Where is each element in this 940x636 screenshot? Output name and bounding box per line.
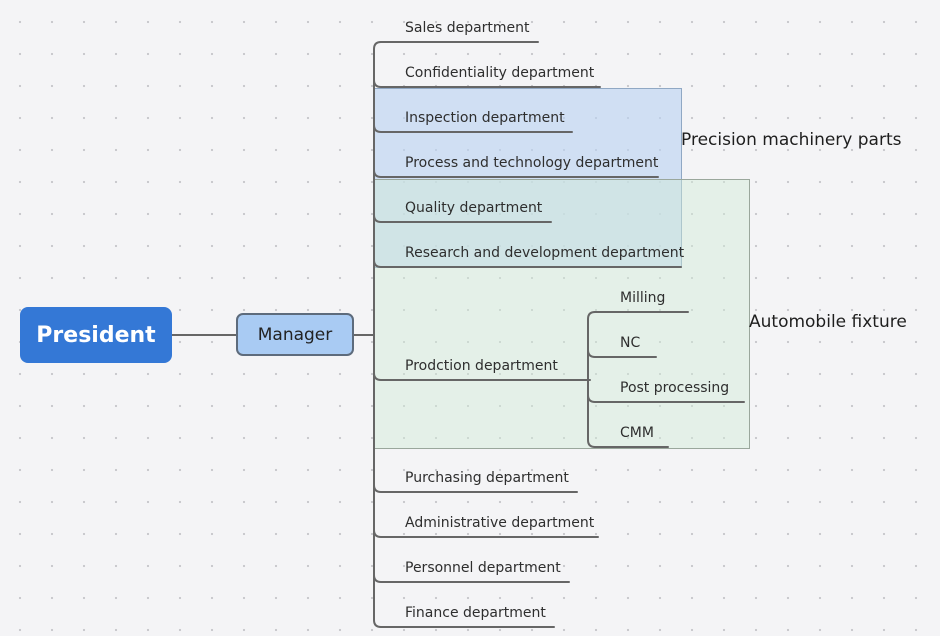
department-underline [373, 484, 578, 493]
automobile-zone-label[interactable]: Automobile fixture [749, 312, 907, 332]
precision-zone-label[interactable]: Precision machinery parts [681, 130, 902, 150]
dept-personnel[interactable]: Personnel department [405, 560, 561, 576]
dept-administrative[interactable]: Administrative department [405, 515, 595, 531]
production-unit-underline [587, 349, 657, 358]
dept-confidentiality[interactable]: Confidentiality department [405, 65, 595, 81]
dept-process-technology[interactable]: Process and technology department [405, 155, 659, 171]
unit-cmm[interactable]: CMM [620, 425, 654, 441]
department-trunk [373, 41, 382, 628]
department-underline [373, 574, 570, 583]
unit-post-processing[interactable]: Post processing [620, 380, 730, 396]
unit-nc[interactable]: NC [620, 335, 641, 351]
dept-finance[interactable]: Finance department [405, 605, 546, 621]
dept-sales[interactable]: Sales department [405, 20, 530, 36]
department-underline [373, 214, 552, 223]
department-underline [373, 124, 573, 133]
dept-research-development[interactable]: Research and development department [405, 245, 685, 261]
department-underline [373, 79, 601, 88]
dept-purchasing[interactable]: Purchasing department [405, 470, 569, 486]
department-underline [373, 259, 682, 268]
dept-quality[interactable]: Quality department [405, 200, 543, 216]
automobile-fixture-zone[interactable] [374, 179, 750, 449]
department-underline [373, 169, 659, 178]
president-node[interactable]: President [20, 307, 172, 363]
manager-node[interactable]: Manager [236, 313, 354, 356]
department-underline [373, 529, 599, 538]
dept-production[interactable]: Prodction department [405, 358, 558, 374]
dept-inspection[interactable]: Inspection department [405, 110, 565, 126]
production-sub-trunk [587, 311, 596, 448]
production-unit-underline [587, 394, 745, 403]
unit-milling[interactable]: Milling [620, 290, 666, 306]
department-underline [373, 372, 589, 381]
